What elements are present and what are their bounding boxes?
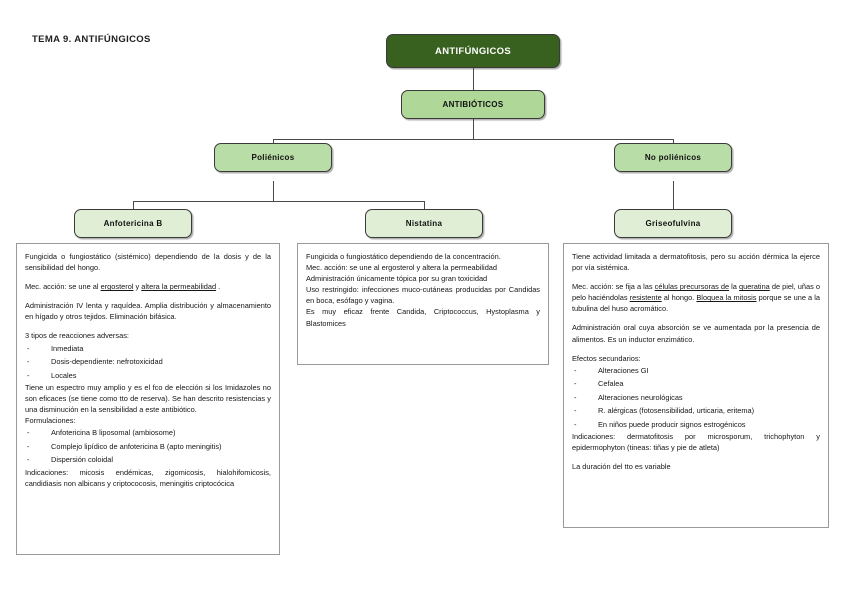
anfo-paragraph-3: Administración IV lenta y raquídea. Ampl…	[25, 301, 271, 322]
list-item: - Anfotericina B liposomal (ambiosome)	[25, 426, 271, 440]
anfo-paragraph-2: Mec. acción: se une al ergosterol y alte…	[25, 281, 271, 292]
bullet-dash-icon: -	[574, 365, 577, 375]
gris-paragraph-4: Efectos secundarios:	[572, 353, 641, 363]
bullet-dash-icon: -	[27, 455, 30, 465]
anfo-paragraph-4: 3 tipos de reacciones adversas:	[25, 331, 129, 341]
connector-polienicos-down	[273, 181, 275, 202]
node-antifungicos-label: ANTIFÚNGICOS	[435, 45, 511, 57]
node-no-polienicos-label: No poliénicos	[644, 153, 702, 162]
list-item-label: En niños puede producir signos estrogéni…	[598, 419, 746, 429]
gris-p2-underline-1: células precursoras de	[654, 282, 730, 292]
bullet-dash-icon: -	[27, 343, 30, 353]
node-no-polienicos[interactable]: No poliénicos	[614, 143, 732, 172]
list-item: - Dosis-dependiente: nefrotoxicidad	[25, 355, 271, 369]
list-item: - R. alérgicas (fotosensibilidad, urticar…	[572, 404, 820, 418]
node-antifungicos[interactable]: ANTIFÚNGICOS	[386, 34, 560, 68]
node-griseofulvina[interactable]: Griseofulvina	[614, 209, 732, 238]
nist-paragraph-3: Administración únicamente tópica por su …	[306, 274, 488, 284]
anfo-list-reacciones: - Inmediata - Dosis-dependiente: nefrotoxi…	[25, 342, 271, 383]
page-title: TEMA 9. ANTIFÚNGICOS	[32, 34, 151, 45]
bullet-dash-icon: -	[27, 428, 30, 438]
list-item-label: Cefalea	[598, 379, 624, 389]
gris-p2-b: la	[729, 282, 739, 292]
list-item-label: R. alérgicas (fotosensibilidad, urticari…	[598, 406, 755, 416]
list-item-label: Complejo lipídico de anfotericina B (apt…	[51, 441, 222, 451]
gris-p2-e: porque se une a la tubulina del huso acr…	[572, 293, 821, 314]
connector-root-to-antibioticos	[473, 68, 475, 91]
bullet-dash-icon: -	[574, 379, 577, 389]
node-polienicos[interactable]: Poliénicos	[214, 143, 332, 172]
node-antibioticos[interactable]: ANTIBIÓTICOS	[401, 90, 545, 119]
list-item-label: Alteraciones GI	[598, 365, 649, 375]
gris-p2-d: al hongo.	[661, 293, 697, 303]
anfo-p2-underline-1: ergosterol	[100, 282, 134, 292]
anfo-list-formulaciones: - Anfotericina B liposomal (ambiosome) - C…	[25, 426, 271, 467]
nist-paragraph-4: Uso restringido: infecciones muco-cutáne…	[306, 285, 540, 306]
anfo-paragraph-5: Tiene un espectro muy amplio y es el fco…	[25, 383, 271, 415]
list-item: - Alteraciones neurológicas	[572, 391, 820, 405]
list-item-label: Alteraciones neurológicas	[598, 392, 683, 402]
anfo-p2-prefix: Mec. acción: se une al	[25, 282, 101, 292]
gris-paragraph-6: La duración del tto es variable	[572, 462, 671, 472]
bullet-dash-icon: -	[27, 370, 30, 380]
node-polienicos-label: Poliénicos	[251, 153, 295, 162]
bullet-dash-icon: -	[27, 441, 30, 451]
list-item: - Cefalea	[572, 377, 820, 391]
nist-paragraph-1: Fungicida o fungiostático dependiendo de…	[306, 252, 501, 261]
list-item: - Dispersión coloidal	[25, 453, 271, 467]
connector-antibioticos-down	[473, 118, 475, 140]
nist-paragraph-5: Es muy eficaz frente Candida, Criptococc…	[306, 307, 540, 328]
anfo-p2-mid: y	[133, 282, 142, 292]
gris-paragraph-1: Tiene actividad limitada a dermatofitosi…	[572, 252, 820, 273]
gris-p2-underline-4: Bloquea la mitosis	[696, 293, 757, 303]
bullet-dash-icon: -	[27, 357, 30, 367]
gris-p2-underline-3: resistente	[629, 293, 662, 303]
nist-paragraph-2: Mec. acción: se une al ergosterol y alte…	[306, 263, 498, 273]
list-item: - Inmediata	[25, 342, 271, 356]
list-item-label: Locales	[51, 370, 77, 380]
gris-paragraph-2: Mec. acción: se fija a las células precu…	[572, 281, 820, 314]
gris-p2-underline-2: queratina	[738, 282, 770, 292]
gris-p2-c: de piel, uñas o pelo haciéndolas	[572, 282, 820, 303]
bullet-dash-icon: -	[574, 406, 577, 416]
panel-griseofulvina: Tiene actividad limitada a dermatofitosi…	[563, 243, 829, 528]
node-anfotericina-b-label: Anfotericina B	[103, 219, 163, 228]
gris-paragraph-3: Administración oral cuya absorción se ve…	[572, 323, 820, 344]
bullet-dash-icon: -	[574, 392, 577, 402]
anfo-paragraph-7: Indicaciones: micosis endémicas, zigomic…	[25, 467, 271, 489]
list-item-label: Dosis-dependiente: nefrotoxicidad	[51, 357, 163, 367]
anfo-p2-underline-2: altera la permeabilidad	[141, 282, 217, 292]
anfo-paragraph-6: Formulaciones:	[25, 416, 76, 426]
panel-nistatina: Fungicida o fungiostático dependiendo de…	[297, 243, 549, 365]
gris-paragraph-5: Indicaciones: dermatofitosis por microsp…	[572, 432, 820, 453]
list-item-label: Dispersión coloidal	[51, 455, 114, 465]
connector-bus-level1	[273, 139, 674, 141]
anfo-paragraph-1: Fungicida o fungiostático (sistémico) de…	[25, 252, 271, 273]
node-nistatina-label: Nistatina	[405, 219, 443, 228]
anfo-p2-suffix: .	[216, 282, 221, 292]
list-item: - Locales	[25, 369, 271, 383]
panel-anfotericina-b: Fungicida o fungiostático (sistémico) de…	[16, 243, 280, 555]
list-item-label: Anfotericina B liposomal (ambiosome)	[51, 428, 176, 438]
connector-bus-level2	[133, 201, 425, 203]
list-item-label: Inmediata	[51, 343, 84, 353]
list-item: - Alteraciones GI	[572, 364, 820, 378]
gris-p2-a: Mec. acción: se fija a las	[572, 282, 655, 292]
node-antibioticos-label: ANTIBIÓTICOS	[442, 100, 504, 109]
node-anfotericina-b[interactable]: Anfotericina B	[74, 209, 192, 238]
list-item: - Complejo lipídico de anfotericina B (ap…	[25, 440, 271, 454]
list-item: - En niños puede producir signos estrogén…	[572, 418, 820, 432]
node-griseofulvina-label: Griseofulvina	[645, 219, 701, 228]
bullet-dash-icon: -	[574, 419, 577, 429]
gris-list-efectos: - Alteraciones GI - Cefalea - Alteraciones …	[572, 364, 820, 432]
connector-no-polienicos-to-griseofulvina	[673, 181, 675, 217]
node-nistatina[interactable]: Nistatina	[365, 209, 483, 238]
